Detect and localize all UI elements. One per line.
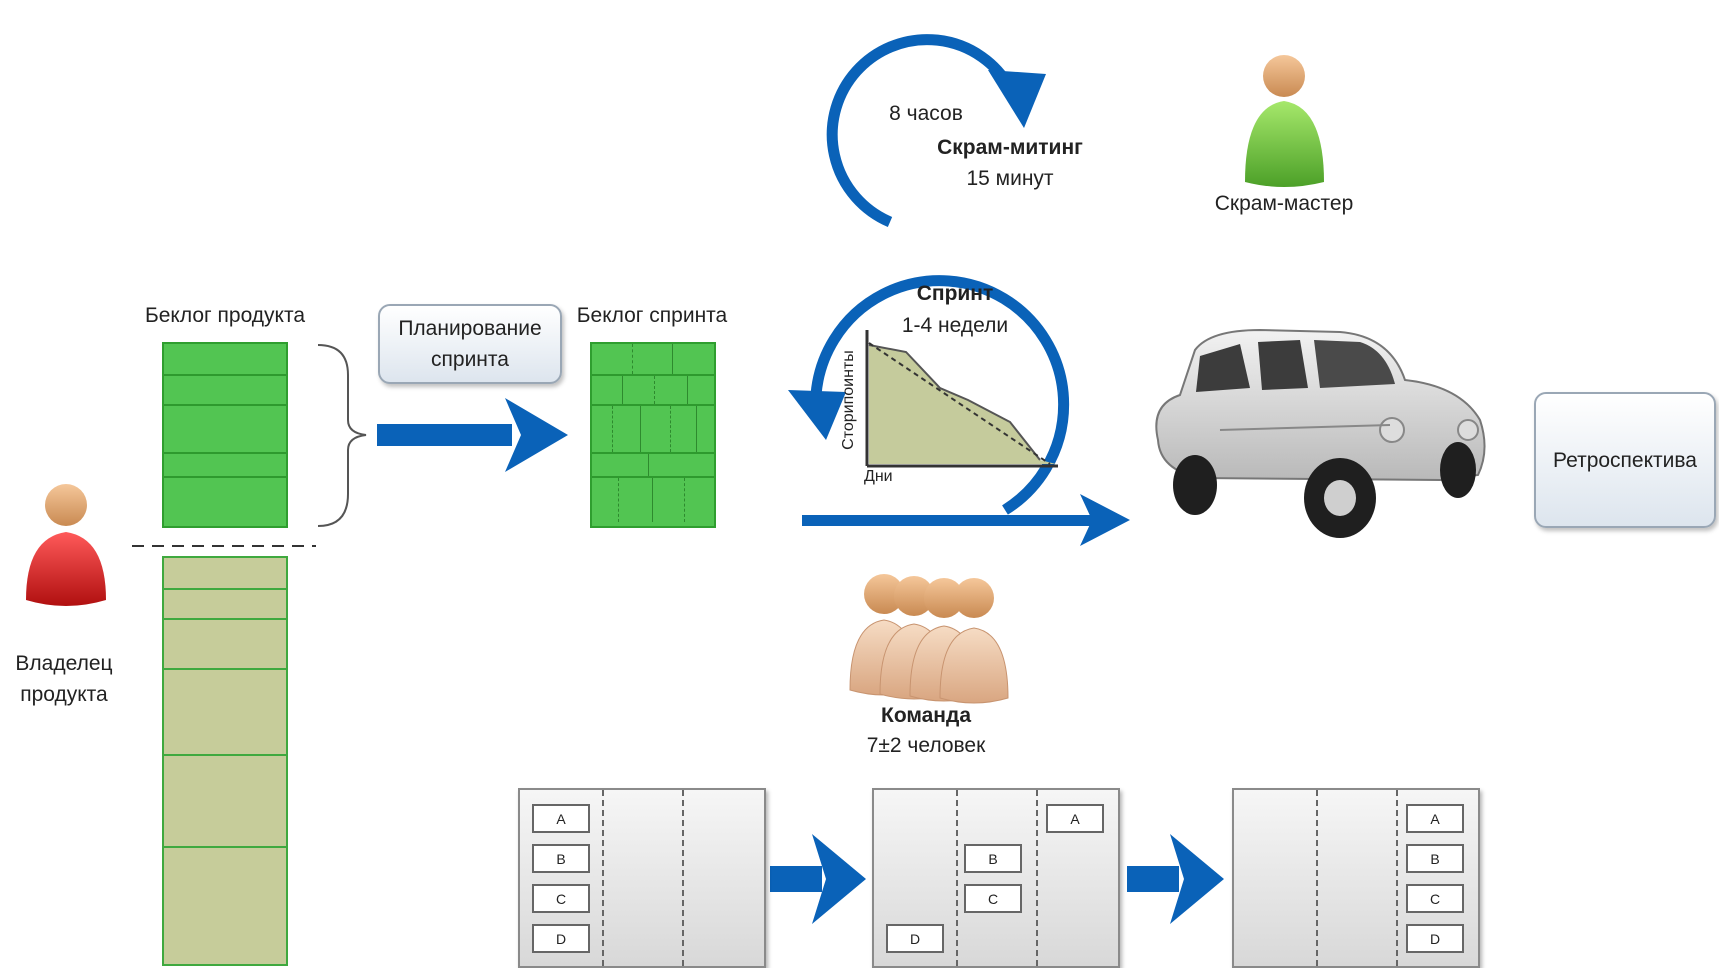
product-owner-icon (26, 484, 106, 606)
retrospective-box[interactable]: Ретроспектива (1534, 392, 1716, 528)
backlog-item (164, 670, 286, 756)
backlog-item (164, 620, 286, 670)
sprint-backlog-row (592, 344, 714, 376)
product-owner-label: Владелец продукта (4, 648, 124, 710)
sprint-planning-box[interactable]: Планирование спринта (378, 304, 562, 384)
team-size: 7±2 человек (866, 734, 986, 757)
daily-scrum-duration: 15 минут (966, 167, 1054, 190)
daily-scrum-title: Скрам-митинг (937, 136, 1083, 159)
sprint-planning-line2: спринта (431, 348, 509, 371)
backlog-item (164, 848, 286, 958)
task-card[interactable]: A (1406, 804, 1464, 833)
task-card[interactable]: B (532, 844, 590, 873)
sprint-backlog (590, 342, 716, 528)
sprint-backlog-label: Беклог спринта (576, 304, 728, 327)
sprint-backlog-row (592, 406, 714, 454)
sprint-cycle-arrow (788, 275, 1070, 515)
planning-arrow (377, 398, 568, 472)
board-arrow-2 (1127, 834, 1224, 924)
task-board-start: A B C D (518, 788, 766, 968)
backlog-item (164, 344, 286, 376)
backlog-item (164, 406, 286, 454)
team-icon (849, 574, 1009, 704)
product-car-icon (1155, 328, 1486, 538)
burndown-y-label: Сторипоинты (840, 350, 857, 450)
task-card[interactable]: D (1406, 924, 1464, 953)
task-board-middle: A B C D (872, 788, 1120, 968)
product-backlog-bottom (162, 556, 288, 966)
sprint-title: Спринт (916, 282, 994, 305)
scrum-master-icon (1245, 55, 1324, 187)
backlog-item (164, 590, 286, 620)
delivery-arrow (802, 494, 1130, 546)
task-card[interactable]: C (1406, 884, 1464, 913)
task-card[interactable]: B (964, 844, 1022, 873)
sprint-planning-line1: Планирование (398, 317, 542, 340)
backlog-item (164, 454, 286, 478)
backlog-item (164, 478, 286, 522)
backlog-item (164, 558, 286, 590)
task-card[interactable]: D (886, 924, 944, 953)
product-backlog-label: Беклог продукта (144, 304, 306, 327)
backlog-brace (317, 344, 367, 527)
team-title: Команда (881, 704, 971, 727)
board-arrow-1 (770, 834, 866, 924)
task-board-done: A B C D (1232, 788, 1480, 968)
task-card[interactable]: C (532, 884, 590, 913)
backlog-item (164, 756, 286, 848)
task-card[interactable]: C (964, 884, 1022, 913)
burndown-chart (865, 330, 1058, 468)
product-owner-label-line1: Владелец (15, 652, 113, 675)
sprint-duration: 1-4 недели (901, 314, 1009, 337)
burndown-x-label: Дни (864, 468, 893, 485)
sprint-backlog-row (592, 376, 714, 406)
product-backlog-top (162, 342, 288, 528)
sprint-backlog-row (592, 478, 714, 522)
product-owner-label-line2: продукта (20, 683, 108, 706)
task-card[interactable]: D (532, 924, 590, 953)
task-card[interactable]: B (1406, 844, 1464, 873)
retrospective-label: Ретроспектива (1553, 448, 1697, 472)
task-card[interactable]: A (1046, 804, 1104, 833)
scrum-master-label: Скрам-мастер (1214, 192, 1354, 215)
task-card[interactable]: A (532, 804, 590, 833)
daily-hours-label: 8 часов (889, 102, 963, 125)
backlog-item (164, 376, 286, 406)
sprint-backlog-row (592, 454, 714, 478)
daily-cycle-arrow (826, 34, 1046, 228)
